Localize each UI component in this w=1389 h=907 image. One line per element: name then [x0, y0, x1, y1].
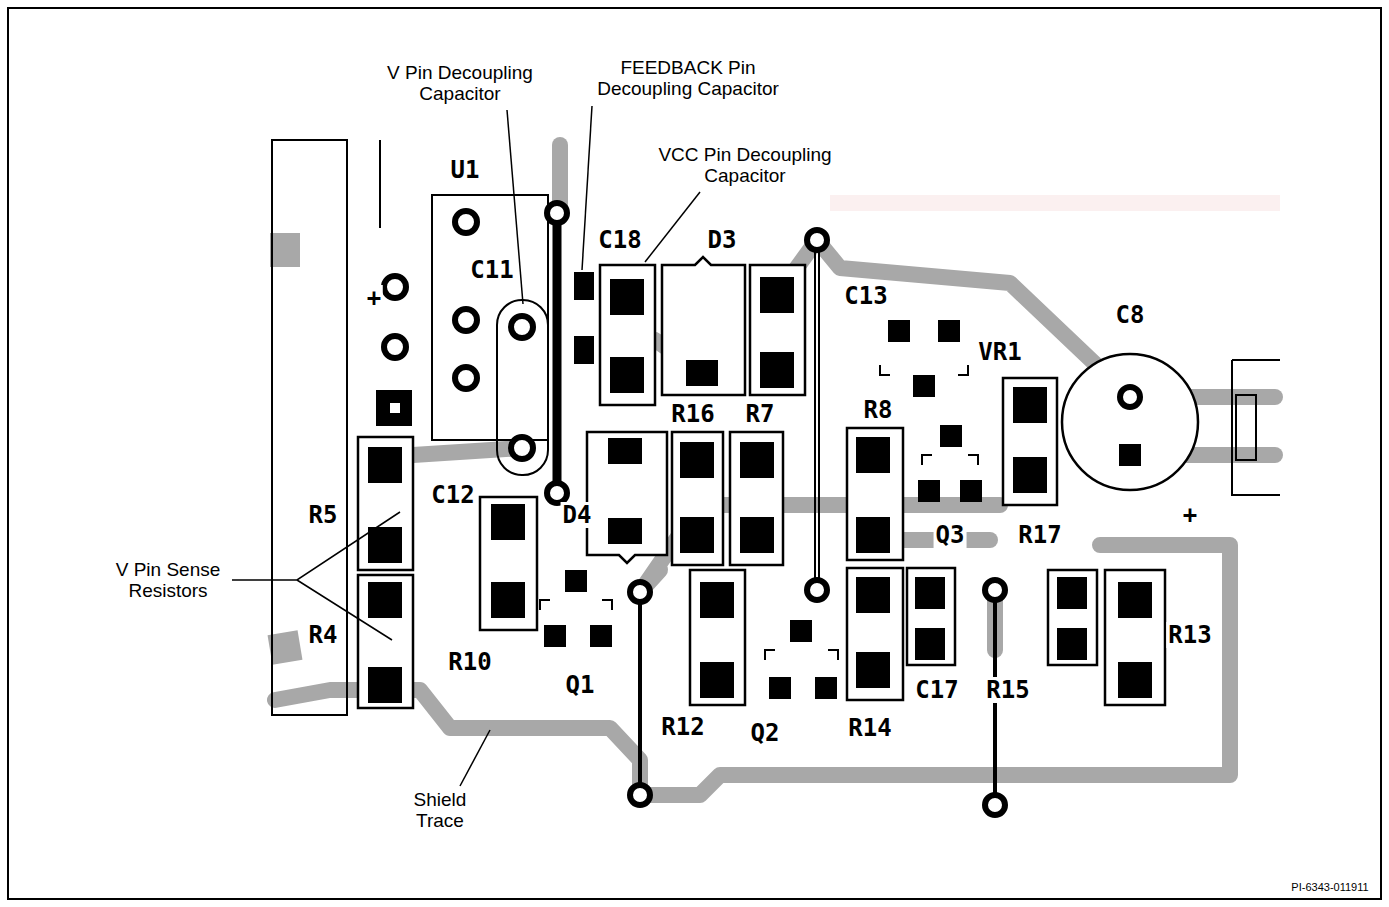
silkscreen-label: R5 — [307, 502, 340, 528]
silkscreen-label: D4 — [561, 502, 594, 528]
silkscreen-label: C11 — [468, 257, 515, 283]
silkscreen-label: Q3 — [934, 522, 967, 548]
silkscreen-label: R17 — [1016, 522, 1063, 548]
silkscreen-label: C17 — [913, 677, 960, 703]
callout-label: V Pin Sense Resistors — [103, 559, 233, 601]
silkscreen-label: C8 — [1114, 302, 1147, 328]
silkscreen-label: R4 — [307, 622, 340, 648]
smd-pads — [368, 272, 1152, 703]
silkscreen-label: C12 — [429, 482, 476, 508]
square-pad-hole — [390, 403, 400, 413]
via-links — [557, 213, 995, 805]
silkscreen-label: C18 — [596, 227, 643, 253]
callout-label: Shield Trace — [400, 789, 480, 831]
callout-label: VCC Pin Decoupling Capacitor — [645, 144, 845, 186]
silkscreen-label: R13 — [1166, 622, 1213, 648]
silkscreen-label: C13 — [842, 283, 889, 309]
spacer — [8, 820, 1381, 821]
figure-border — [8, 8, 1381, 899]
silkscreen-label: R15 — [984, 677, 1031, 703]
silkscreen-label: R7 — [744, 401, 777, 427]
silkscreen-label: R8 — [862, 397, 895, 423]
silkscreen-label: U1 — [449, 157, 482, 183]
board-tint — [830, 195, 1280, 211]
through-hole-pads — [384, 203, 1140, 815]
silkscreen-label: D3 — [706, 227, 739, 253]
outlines — [272, 140, 1280, 715]
silkscreen-label: VR1 — [976, 339, 1023, 365]
callout-label: FEEDBACK Pin Decoupling Capacitor — [583, 57, 793, 99]
silkscreen-label: R14 — [846, 715, 893, 741]
silkscreen-label: R10 — [446, 649, 493, 675]
component-outlines — [358, 257, 1198, 708]
figure-id: PI-6343-011911 — [1291, 881, 1368, 893]
silkscreen-label: Q2 — [749, 720, 782, 746]
silkscreen-label: R16 — [669, 401, 716, 427]
leader-lines — [232, 106, 700, 786]
transistor-brackets — [540, 365, 978, 660]
silkscreen-label: + — [1181, 502, 1199, 528]
silkscreen-label: R12 — [659, 714, 706, 740]
silkscreen-label: + — [365, 285, 383, 311]
callout-label: V Pin Decoupling Capacitor — [380, 62, 540, 104]
silkscreen-label: Q1 — [564, 672, 597, 698]
copper-traces — [270, 145, 1275, 795]
